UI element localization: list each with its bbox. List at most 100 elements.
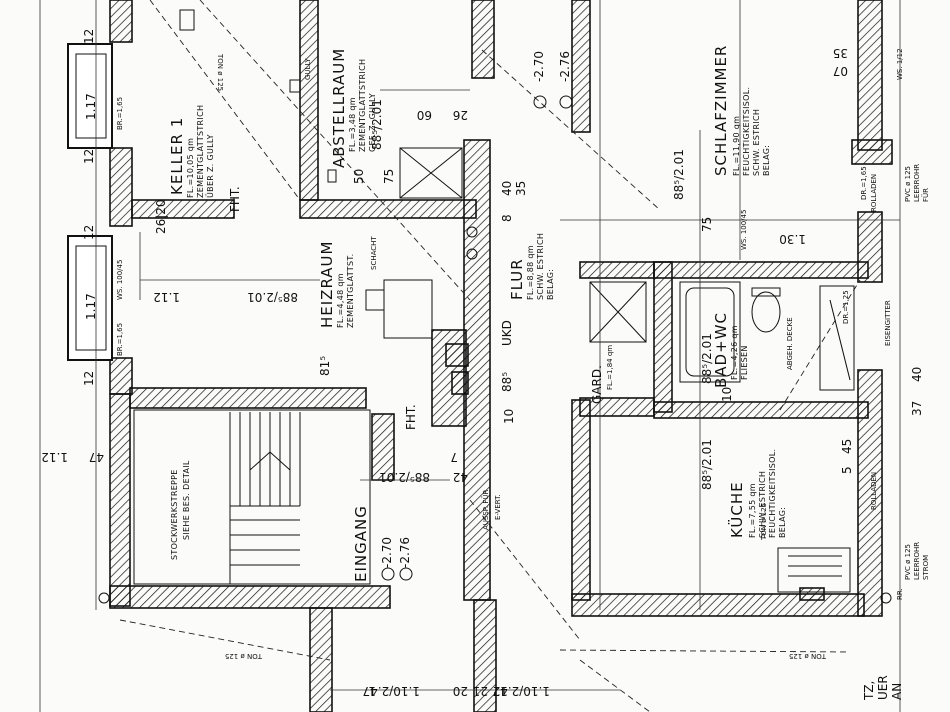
wall-window-sill-right [851, 139, 893, 165]
label-ukd: UKD [500, 320, 514, 346]
label-pvc-2b: LEERROHR [913, 541, 921, 580]
label-rolladen-2: ROLLADEN [870, 471, 878, 510]
label-abgeh-decke: ABGEH. DECKE [786, 317, 794, 370]
label-evert: E-VERT. [494, 494, 502, 520]
room-area-schlafzimmer: FL.=11,90 qm [732, 115, 741, 176]
wall-left-top [109, 0, 133, 43]
label-fht-2: FHT. [404, 404, 418, 430]
dim-885: 88⁵ [500, 371, 514, 392]
label-schacht: SCHACHT [370, 236, 378, 270]
dim-75: 75 [382, 168, 396, 184]
room-floor-keller: ZEMENTGLATTSTRICH [196, 104, 205, 198]
room-note-schlafzimmer: BELAG: [762, 144, 771, 176]
wall-bad-bottom [653, 401, 869, 419]
label-ws-2: WS. 100/45 [740, 209, 748, 250]
label-aussp: AUSSP. FÜR [482, 489, 490, 530]
edge-text-3: AN [890, 682, 904, 700]
room-note-flur: BELAG: [546, 268, 555, 300]
room-area-bad: FL.=4,26 qm [730, 325, 739, 380]
wall-keller-bottom [131, 199, 235, 219]
label-fht-1: FHT. [228, 186, 242, 212]
room-name-heizraum: HEIZRAUM [318, 240, 336, 328]
kitchen-fixtures [777, 547, 851, 601]
label-rr-right: RR. [896, 588, 904, 600]
label-pvc-1: PVC ø 125 [904, 166, 912, 202]
dim-815: 81⁵ [318, 355, 332, 376]
bathroom-fixtures [679, 281, 855, 391]
room-name-schlafzimmer: SCHLAFZIMMER [712, 44, 730, 176]
dim-885-b: 88⁵/2.01 [700, 333, 714, 384]
room-name-bad: BAD+WC [712, 312, 730, 388]
dim-130: 1.30 [779, 232, 806, 246]
window-niche-1 [67, 43, 113, 149]
label-br-2: BR.=1,65 [116, 322, 124, 356]
label-ton-mid: TON ø 125 [760, 502, 768, 540]
gard-box [589, 281, 647, 343]
room-name-kueche: KÜCHE [728, 481, 746, 538]
dim-42: 42 [452, 470, 468, 484]
label-pvc-2c: STROM [922, 554, 930, 580]
label-br-1: BR.=1,65 [116, 96, 124, 130]
dim-50: 50 [352, 168, 366, 184]
wall-bad-left [653, 261, 673, 413]
dim-75-right: 75 [700, 216, 714, 232]
dim-2620: 26|20 [154, 199, 168, 234]
label-gully: GULLY [304, 58, 312, 80]
room-area-kueche: FL.=7,55 qm [748, 483, 757, 538]
dim-276-b: -2.76 [398, 536, 412, 568]
room-area-keller: FL.=10,05 qm [186, 137, 195, 198]
dim-07: 07 [832, 64, 848, 78]
room-floor-heizraum: ZEMENTGLATTST. [346, 253, 355, 328]
room-iso-schlafzimmer: FEUCHTIGKEITSISOL. [742, 86, 751, 176]
room-floor-abstellraum: ZEMENTGLATTSTRICH [358, 58, 367, 152]
label-pvc-2: PVC ø 125 [904, 544, 912, 580]
utility-details [98, 9, 892, 604]
stair-note: SIEHE BES. DETAIL [182, 460, 191, 540]
wall-bottom-left [109, 585, 391, 609]
room-floor-bad: FLIESEN [740, 345, 749, 380]
room-floor-schlafzimmer: SCHW. ESTRICH [752, 108, 761, 176]
room-name-keller: KELLER 1 [168, 116, 186, 195]
room-name-eingang: EINGANG [352, 505, 370, 582]
dim-88201-c: 88⁵/2.01 [370, 99, 384, 150]
edge-text-1: TZ, [862, 680, 876, 700]
window-niche-2 [67, 235, 113, 361]
dim-45: 45 [840, 438, 854, 454]
wall-left-mid [109, 147, 133, 227]
wall-bottom-stub-a [309, 607, 333, 712]
dim-12-e: 12 [492, 684, 508, 698]
wall-left-lower [109, 357, 133, 395]
dim-117-a: 1.17 [84, 93, 98, 120]
dim-112: 1.12 [153, 290, 180, 304]
dim-276-a: -2.76 [558, 50, 572, 82]
wall-stair-top [129, 387, 367, 409]
dim-7: 7 [450, 450, 458, 464]
label-eisengitter: EISENGITTER [884, 300, 892, 346]
dim-885-c: 88⁵/2.01 [700, 439, 714, 490]
room-note-keller: ÜBER Z. GULLY [206, 134, 215, 198]
dim-40-right: 40 [910, 366, 924, 382]
room-name-flur: FLUR [508, 258, 526, 300]
service-lines [119, 0, 861, 712]
wall-left-bottom [109, 393, 131, 607]
dim-270-a: -2.70 [532, 50, 546, 82]
dim-21: 21 [472, 684, 488, 698]
dim-12-c: 12 [82, 224, 96, 240]
dim-37: 37 [910, 400, 924, 416]
label-pvc-1b: LEERROHR [913, 163, 921, 202]
dim-112-b: 1.12 [41, 450, 68, 464]
room-area-heizraum: FL.=4,48 qm [336, 273, 345, 328]
room-area-flur: FL.=8,88 qm [526, 245, 535, 300]
room-area-abstellraum: FL.=3,48 qm [348, 97, 357, 152]
dim-35-right: 35 [832, 46, 848, 60]
dim-35: 35 [514, 180, 528, 196]
dim-10: 10 [502, 408, 516, 424]
wall-bad-top [653, 261, 869, 279]
dim-8: 8 [500, 214, 514, 222]
dim-12-d: 12 [82, 370, 96, 386]
room-area-gard: FL.=1,84 qm [606, 344, 614, 390]
wall-center-bottom [473, 599, 497, 712]
room-iso-kueche: FEUCHTIGKEITSISOL. [768, 448, 777, 538]
wall-abstell-left [299, 0, 319, 201]
wall-gard-top [579, 261, 655, 279]
